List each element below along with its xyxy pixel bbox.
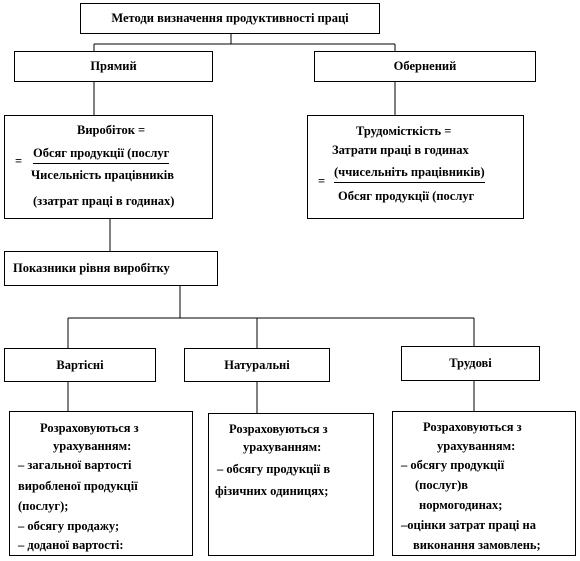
cost-detail-line: (послуг); (18, 499, 69, 513)
labor-intensity-equals: = (318, 174, 326, 188)
cost-detail-line: Розраховуються з (40, 421, 139, 435)
cost-detail-line: виробленої продукції (18, 479, 138, 493)
natural-detail-line: урахуванням: (243, 440, 322, 454)
labor-intensity-heading: Трудомісткість = (356, 124, 452, 138)
cost-detail-line: урахуванням: (53, 439, 132, 453)
methods-title-box: Методи визначення продуктивності праці (80, 3, 380, 34)
labor-intensity-formula-box: Трудомісткість = Затрати праці в годинах… (307, 115, 524, 219)
output-indicators-box: Показники рівня виробітку (4, 251, 218, 286)
labor-detail-line: – обсягу продукції (401, 458, 505, 472)
natural-detail-line: – обсягу продукції в (217, 462, 331, 476)
cost-detail-line: – загальної вартості (18, 458, 132, 472)
cost-category-label: Вартісні (56, 357, 104, 372)
natural-category-label: Натуральні (224, 357, 290, 372)
direct-method-label: Прямий (90, 59, 137, 73)
labor-intensity-numerator: (ччисельніть працівників) (334, 165, 485, 183)
output-indicators-label: Показники рівня виробітку (13, 261, 170, 275)
cost-category-box: Вартісні (4, 348, 156, 382)
natural-detail-line: фізичних одиницях; (215, 484, 329, 498)
output-formula-denominator: Чисельність працівників (31, 168, 175, 182)
labor-detail-line: урахуванням: (437, 439, 516, 453)
output-formula-numerator: Обсяг продукції (послуг (33, 146, 170, 164)
natural-category-box: Натуральні (184, 348, 330, 382)
cost-details-box: Розраховуються з урахуванням: – загально… (9, 411, 193, 556)
natural-details-box: Розраховуються з урахуванням: – обсягу п… (208, 413, 374, 556)
cost-detail-line: – доданої вартості: (18, 538, 124, 552)
labor-intensity-denominator: Обсяг продукції (послуг (338, 189, 475, 203)
cost-detail-line: – обсягу продажу; (18, 519, 120, 533)
natural-detail-line: Розраховуються з (229, 422, 328, 436)
output-formula-equals: = (15, 154, 23, 168)
direct-method-box: Прямий (14, 51, 213, 82)
labor-detail-line: (послуг)в (415, 478, 469, 492)
labor-category-label: Трудові (449, 356, 492, 370)
output-formula-note: (ззатрат праці в годинах) (33, 194, 175, 208)
methods-title: Методи визначення продуктивності праці (111, 11, 349, 25)
output-formula-box: Виробіток = = Обсяг продукції (послуг Чи… (4, 115, 213, 219)
output-formula-heading: Виробіток = (77, 123, 146, 137)
labor-detail-line: нормогодинах; (419, 498, 503, 512)
labor-details-box: Розраховуються з урахуванням: – обсягу п… (392, 411, 576, 556)
labor-detail-line: –оцінки затрат праці на (401, 518, 536, 532)
labor-detail-line: Розраховуються з (423, 420, 522, 434)
labor-intensity-line2: Затрати праці в годинах (332, 143, 469, 157)
labor-detail-line: виконання замовлень; (413, 538, 541, 552)
inverse-method-label: Обернений (393, 59, 457, 73)
labor-category-box: Трудові (401, 346, 540, 381)
inverse-method-box: Обернений (314, 51, 536, 82)
